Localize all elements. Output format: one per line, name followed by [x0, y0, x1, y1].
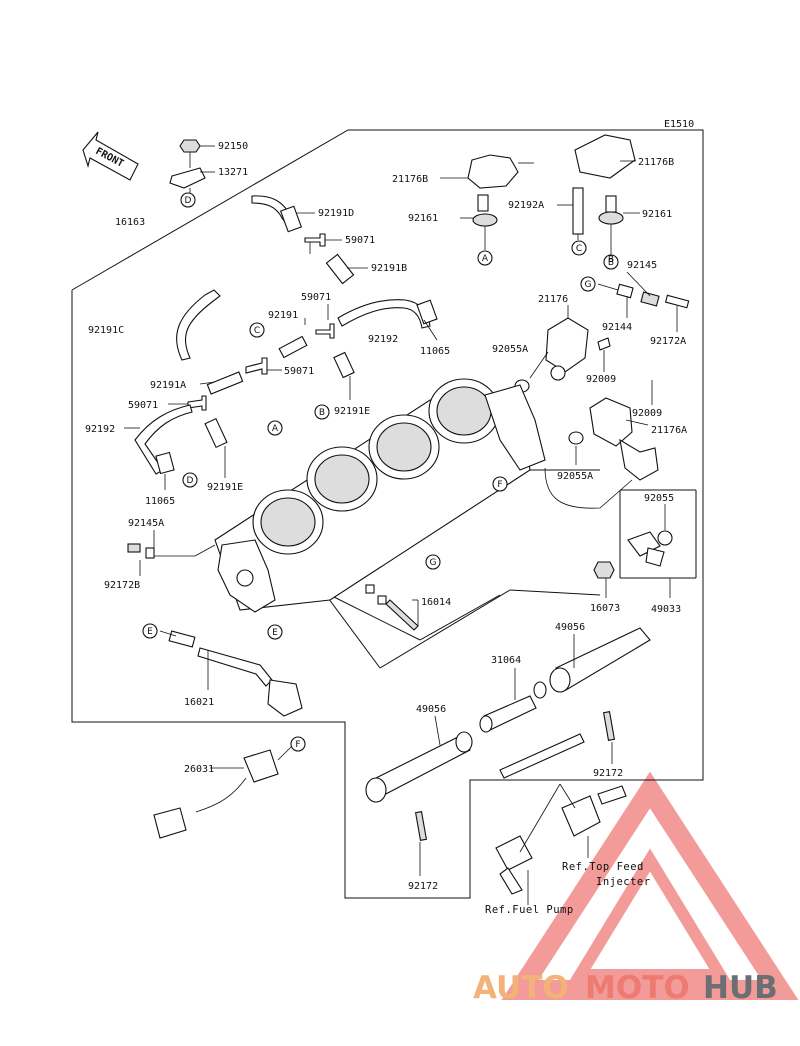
- callout-b-top: B: [603, 254, 619, 270]
- part-label: 92145A: [128, 518, 164, 529]
- part-label: 92009: [586, 374, 616, 385]
- callout-d-body: D: [182, 472, 198, 488]
- svg-text:D: D: [185, 196, 192, 206]
- svg-text:G: G: [430, 558, 437, 568]
- part-label: 92009: [632, 408, 662, 419]
- part-label: 92144: [602, 322, 632, 333]
- svg-text:C: C: [576, 244, 582, 254]
- part-label: 92192: [368, 334, 398, 345]
- part-label: 92191B: [371, 263, 407, 274]
- part-label: 49033: [651, 604, 681, 615]
- callout-a-body: A: [267, 420, 283, 436]
- part-label: 92172: [593, 768, 623, 779]
- callout-b-right: B: [608, 255, 614, 265]
- part-label: 16021: [184, 697, 214, 708]
- watermark-moto: MOTO: [585, 970, 690, 1006]
- part-label: 92172A: [650, 336, 686, 347]
- svg-text:E: E: [272, 628, 278, 638]
- part-label: 92161: [642, 209, 672, 220]
- svg-text:B: B: [319, 408, 325, 418]
- ref-injecter-label: Injecter: [596, 876, 651, 888]
- part-label: 59071: [128, 400, 158, 411]
- part-label: 92191D: [318, 208, 354, 219]
- part-label: 16014: [421, 597, 451, 608]
- callout-d-top: D: [180, 192, 196, 208]
- part-label: 21176: [538, 294, 568, 305]
- part-label: 13271: [218, 167, 248, 178]
- svg-text:D: D: [187, 476, 194, 486]
- part-label: 11065: [145, 496, 175, 507]
- sensor-21176b-right: [574, 134, 636, 225]
- callout-a-top: A: [477, 250, 493, 266]
- part-label: 59071: [301, 292, 331, 303]
- svg-text:F: F: [497, 480, 502, 490]
- bolt-92150-drawing: [169, 139, 206, 196]
- callout-e-body: E: [267, 624, 283, 640]
- svg-text:A: A: [272, 424, 279, 434]
- front-arrow: FRONT: [82, 131, 139, 181]
- part-label: 92055: [644, 493, 674, 504]
- callout-circles: D A C B A B D E G F E F C B G: [142, 192, 619, 752]
- part-label: 92172B: [104, 580, 140, 591]
- part-label: 26031: [184, 764, 214, 775]
- part-label: 92191: [268, 310, 298, 321]
- callout-g-body: G: [425, 554, 441, 570]
- ref-fuel-pump-label: Ref.Fuel Pump: [485, 904, 574, 916]
- svg-text:C: C: [254, 326, 260, 336]
- watermark-hub: HUB: [703, 970, 778, 1006]
- part-label: 92172: [408, 881, 438, 892]
- part-label: 92055A: [492, 344, 528, 355]
- svg-text:G: G: [585, 280, 592, 290]
- callout-b-body: B: [314, 404, 330, 420]
- sensor-21176b-left: [467, 154, 519, 227]
- callout-f-wire: F: [290, 736, 306, 752]
- callout-c-top: C: [571, 240, 587, 256]
- part-label: 92192A: [508, 200, 544, 211]
- frame-outline: [71, 129, 704, 899]
- svg-text:A: A: [482, 254, 489, 264]
- part-label: 92191C: [88, 325, 124, 336]
- callout-e-wire: E: [142, 623, 158, 639]
- part-label: 92191E: [334, 406, 370, 417]
- part-label: 92145: [627, 260, 657, 271]
- svg-text:B: B: [608, 258, 614, 268]
- part-label: 11065: [420, 346, 450, 357]
- part-label: 16163: [115, 217, 145, 228]
- part-label: 59071: [284, 366, 314, 377]
- part-label: 92192: [85, 424, 115, 435]
- part-labels: 92150 13271 16163 92191D 59071 92191B 92…: [85, 141, 687, 916]
- watermark-auto: AUTO: [473, 970, 569, 1006]
- part-label: 49056: [555, 622, 585, 633]
- callout-f-body: F: [492, 476, 508, 492]
- svg-text:F: F: [295, 740, 300, 750]
- part-label: 92191E: [207, 482, 243, 493]
- leader-lines: [124, 145, 678, 905]
- svg-text:B: B: [608, 255, 614, 265]
- part-label: 92055A: [557, 471, 593, 482]
- watermark-text: AUTO MOTO HUB: [473, 970, 778, 1006]
- ref-top-feed-label: Ref.Top Feed: [562, 861, 644, 873]
- part-label: 49056: [416, 704, 446, 715]
- part-label: 21176B: [638, 157, 674, 168]
- callout-g-right: G: [580, 276, 596, 292]
- part-label: 92161: [408, 213, 438, 224]
- watermark-logo: [501, 771, 799, 1000]
- svg-text:E: E: [147, 627, 153, 637]
- part-label: 21176B: [392, 174, 428, 185]
- callout-c-mid: C: [249, 322, 265, 338]
- part-label: 31064: [491, 655, 521, 666]
- throttle-body-assembly: [214, 378, 546, 613]
- part-label: 92150: [218, 141, 248, 152]
- part-label: 21176A: [651, 425, 687, 436]
- part-label: 92191A: [150, 380, 186, 391]
- part-label: 16073: [590, 603, 620, 614]
- diagram-id: E1510: [664, 119, 694, 130]
- part-label: 59071: [345, 235, 375, 246]
